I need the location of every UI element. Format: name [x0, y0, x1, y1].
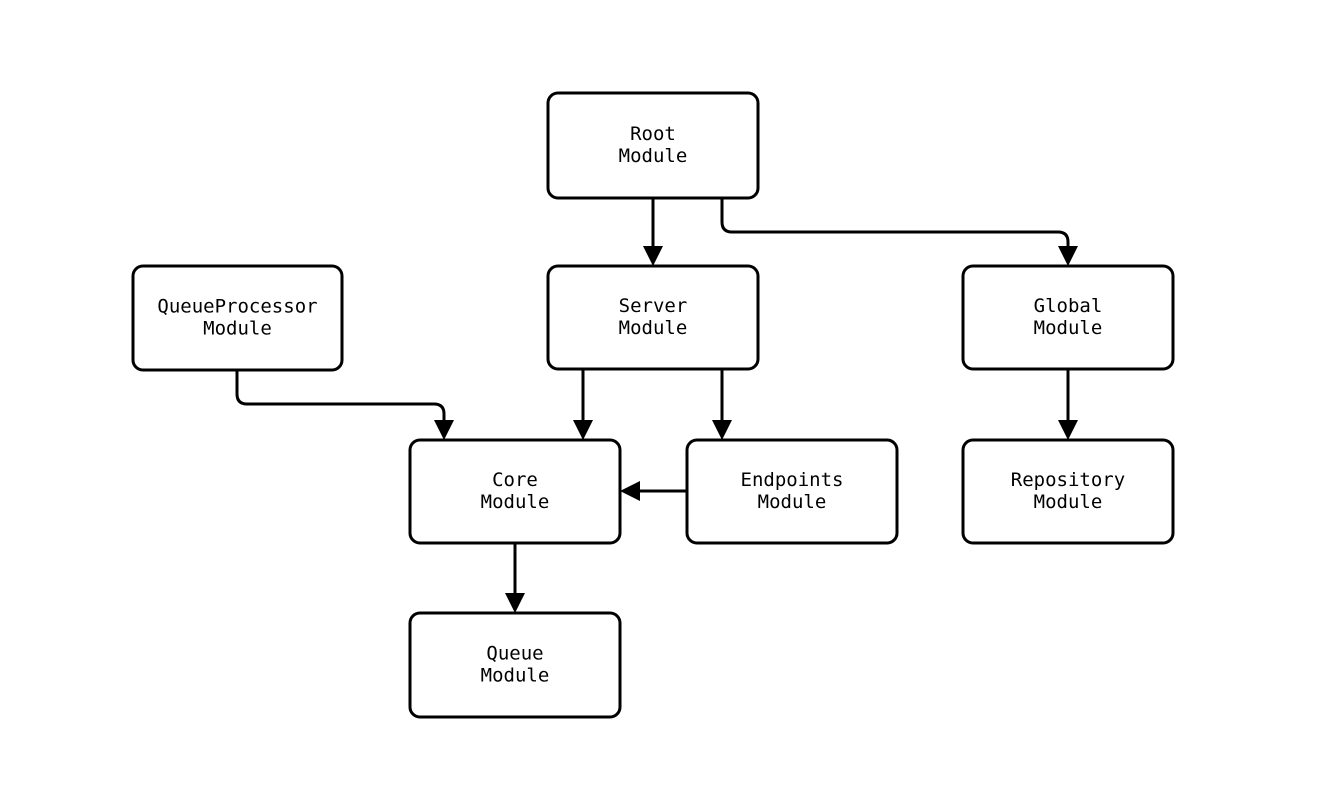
node-label-line1: Core — [492, 469, 538, 491]
node-label-line2: Module — [481, 491, 550, 513]
node-box[interactable] — [961, 264, 1175, 371]
node-layer: Root Module QueueProcessor Module Server… — [131, 91, 1175, 719]
node-label-line1: Queue — [486, 643, 543, 665]
node-box[interactable] — [546, 91, 760, 200]
node-label-line1: Root — [630, 123, 676, 145]
node-box[interactable] — [961, 438, 1175, 545]
edge-global-to-repository — [1058, 369, 1078, 440]
arrowhead-icon — [643, 246, 663, 266]
node-label-line2: Module — [481, 665, 550, 687]
node-label-line1: Repository — [1011, 469, 1125, 491]
node-label-line2: Module — [1034, 317, 1103, 339]
edge-queueprocessor-to-core — [235, 370, 454, 440]
node-global-module[interactable]: Global Module — [961, 264, 1175, 371]
node-label-line1: QueueProcessor — [157, 296, 317, 318]
edge-layer — [235, 198, 1078, 613]
node-box[interactable] — [408, 611, 622, 719]
arrowhead-icon — [1058, 420, 1078, 440]
node-label-line2: Module — [1034, 491, 1103, 513]
arrowhead-icon — [620, 481, 640, 501]
node-box[interactable] — [685, 438, 899, 545]
node-endpoints-module[interactable]: Endpoints Module — [685, 438, 899, 545]
edge-root-to-server — [643, 198, 663, 266]
arrowhead-icon — [712, 420, 732, 440]
edge-root-to-global — [720, 198, 1078, 266]
node-core-module[interactable]: Core Module — [408, 438, 622, 545]
node-repository-module[interactable]: Repository Module — [961, 438, 1175, 545]
edge-server-to-endpoints — [712, 369, 732, 440]
node-server-module[interactable]: Server Module — [546, 264, 760, 371]
node-label-line2: Module — [619, 317, 688, 339]
edge-line — [235, 370, 446, 426]
node-root-module[interactable]: Root Module — [546, 91, 760, 200]
node-box[interactable] — [131, 264, 344, 372]
node-box[interactable] — [408, 438, 622, 545]
node-queueprocessor-module[interactable]: QueueProcessor Module — [131, 264, 344, 372]
node-queue-module[interactable]: Queue Module — [408, 611, 622, 719]
arrowhead-icon — [505, 593, 525, 613]
arrowhead-icon — [573, 420, 593, 440]
edge-server-to-core — [573, 369, 593, 440]
node-box[interactable] — [546, 264, 760, 371]
node-label-line2: Module — [758, 491, 827, 513]
node-label-line1: Endpoints — [741, 469, 844, 491]
node-label-line1: Server — [619, 295, 688, 317]
node-label-line2: Module — [203, 318, 272, 340]
node-label-line2: Module — [619, 145, 688, 167]
arrowhead-icon — [434, 420, 454, 440]
edge-core-to-queue — [505, 543, 525, 613]
edge-line — [720, 198, 1070, 252]
arrowhead-icon — [1058, 246, 1078, 266]
edge-endpoints-to-core — [620, 481, 687, 501]
node-label-line1: Global — [1034, 295, 1103, 317]
